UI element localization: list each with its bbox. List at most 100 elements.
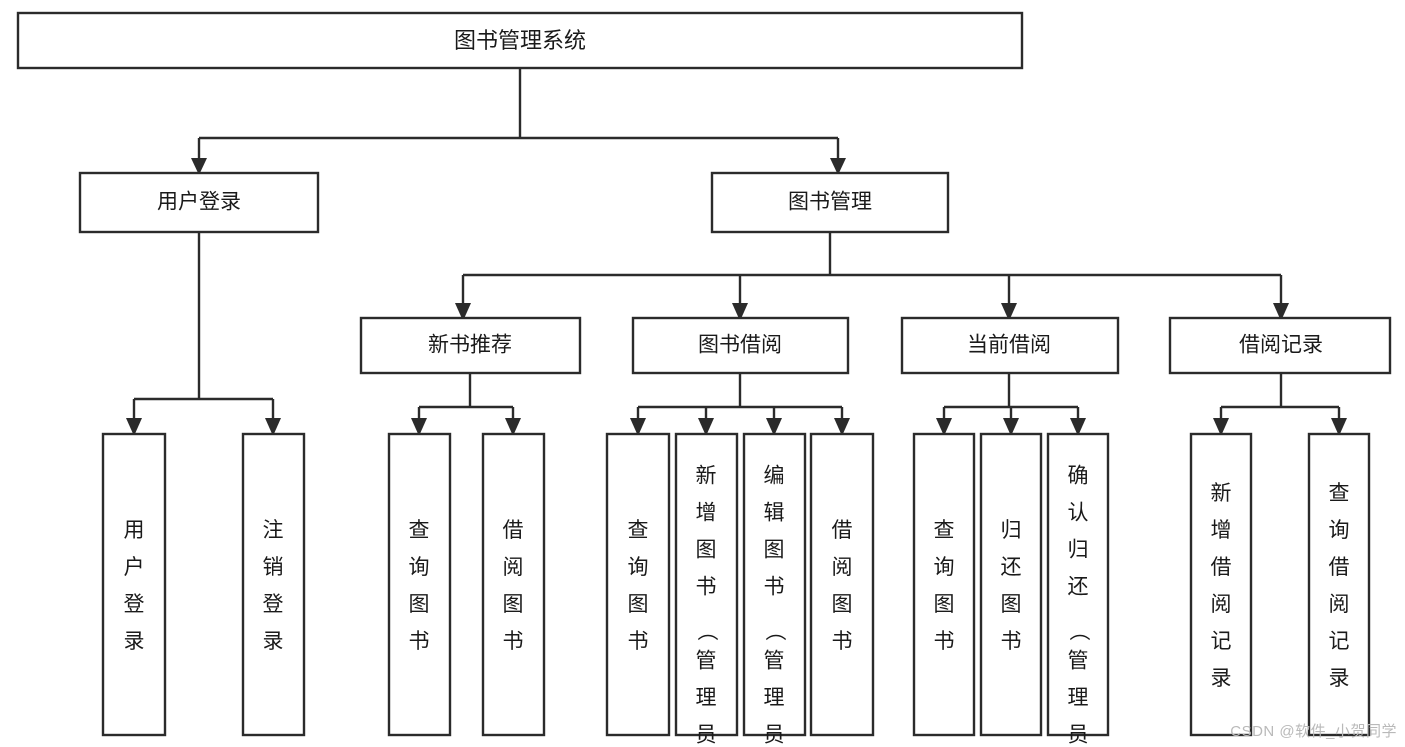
svg-text:书: 书 <box>503 630 524 653</box>
node-user-login-box[interactable] <box>78 171 320 234</box>
svg-text:查: 查 <box>628 519 649 542</box>
svg-text:查: 查 <box>1329 482 1350 505</box>
svg-text:借: 借 <box>832 519 853 542</box>
node-borrow-records-label: 借阅记录 <box>1239 334 1323 357</box>
svg-text:借: 借 <box>1211 556 1232 579</box>
svg-text:图: 图 <box>934 593 955 616</box>
svg-text:图: 图 <box>409 593 430 616</box>
leaf-box[interactable] <box>674 432 739 737</box>
leaf-box[interactable] <box>605 432 671 737</box>
node-book-borrow-box[interactable] <box>631 316 850 375</box>
svg-text:询: 询 <box>1329 519 1350 542</box>
svg-text:管: 管 <box>696 650 717 673</box>
svg-text:用: 用 <box>124 519 145 542</box>
svg-text:书: 书 <box>764 576 785 599</box>
svg-text:图: 图 <box>628 593 649 616</box>
leaf-box[interactable] <box>101 432 167 737</box>
svg-text:录: 录 <box>124 630 145 653</box>
node-borrow-records[interactable]: 借阅记录 <box>1168 316 1392 375</box>
svg-text:查: 查 <box>934 519 955 542</box>
arrow-to-borrow-records <box>1273 303 1289 321</box>
node-new-book-recommend-label: 新书推荐 <box>428 334 512 357</box>
svg-text:理: 理 <box>1068 687 1089 710</box>
node-borrow-records-box[interactable] <box>1168 316 1392 375</box>
svg-text:员: 员 <box>696 724 717 747</box>
svg-text:归: 归 <box>1068 539 1089 562</box>
svg-text:户: 户 <box>124 556 145 579</box>
leaf-node-user-login[interactable]: 用户登录 <box>101 432 167 737</box>
node-current-borrow[interactable]: 当前借阅 <box>900 316 1120 375</box>
node-book-management[interactable]: 图书管理 <box>710 171 950 234</box>
svg-text:图: 图 <box>696 539 717 562</box>
svg-text:编: 编 <box>764 465 785 488</box>
svg-text:理: 理 <box>696 687 717 710</box>
svg-text:图: 图 <box>503 593 524 616</box>
arrow-leaf-query-book-2 <box>630 418 646 436</box>
arrow-leaf-edit-book <box>766 418 782 436</box>
svg-text:记: 记 <box>1211 630 1232 653</box>
node-book-management-box[interactable] <box>710 171 950 234</box>
svg-text:阅: 阅 <box>832 556 853 579</box>
svg-text:新: 新 <box>696 465 717 488</box>
node-book-borrow[interactable]: 图书借阅 <box>631 316 850 375</box>
leaf-box[interactable] <box>979 432 1043 737</box>
svg-text:书: 书 <box>934 630 955 653</box>
leaf-box[interactable] <box>809 432 875 737</box>
node-root-box[interactable] <box>16 11 1024 70</box>
svg-text:注: 注 <box>263 519 284 542</box>
arrow-leaf-logout <box>265 418 281 436</box>
node-root-label: 图书管理系统 <box>454 28 586 53</box>
leaf-box[interactable] <box>742 432 807 737</box>
svg-text:销: 销 <box>263 556 284 579</box>
node-root-system[interactable]: 图书管理系统 <box>16 11 1024 70</box>
leaf-box[interactable] <box>387 432 452 737</box>
arrow-leaf-confirm-return <box>1070 418 1086 436</box>
svg-text:阅: 阅 <box>503 556 524 579</box>
svg-text:借: 借 <box>1329 556 1350 579</box>
leaf-box[interactable] <box>1189 432 1253 737</box>
svg-text:增: 增 <box>696 502 717 525</box>
leaf-box[interactable] <box>912 432 976 737</box>
node-current-borrow-box[interactable] <box>900 316 1120 375</box>
leaf-box[interactable] <box>1046 432 1110 737</box>
node-user-login[interactable]: 用户登录 <box>78 171 320 234</box>
arrow-to-book-management <box>830 158 846 175</box>
leaf-box[interactable] <box>481 432 546 737</box>
node-user-login-label: 用户登录 <box>157 191 241 214</box>
svg-text:新: 新 <box>1211 482 1232 505</box>
node-new-book-recommend-box[interactable] <box>359 316 582 375</box>
node-new-book-recommend[interactable]: 新书推荐 <box>359 316 582 375</box>
svg-text:理: 理 <box>764 687 785 710</box>
arrow-to-new-book-recommend <box>455 303 471 321</box>
arrow-leaf-query-book-3 <box>936 418 952 436</box>
svg-text:查: 查 <box>409 519 430 542</box>
node-book-borrow-label: 图书借阅 <box>698 334 782 357</box>
svg-text:书: 书 <box>696 576 717 599</box>
leaf-box[interactable] <box>241 432 306 737</box>
svg-text:书: 书 <box>1001 630 1022 653</box>
arrow-leaf-query-book-1 <box>411 418 427 436</box>
leaf-box[interactable] <box>1307 432 1371 737</box>
svg-text:录: 录 <box>263 630 284 653</box>
